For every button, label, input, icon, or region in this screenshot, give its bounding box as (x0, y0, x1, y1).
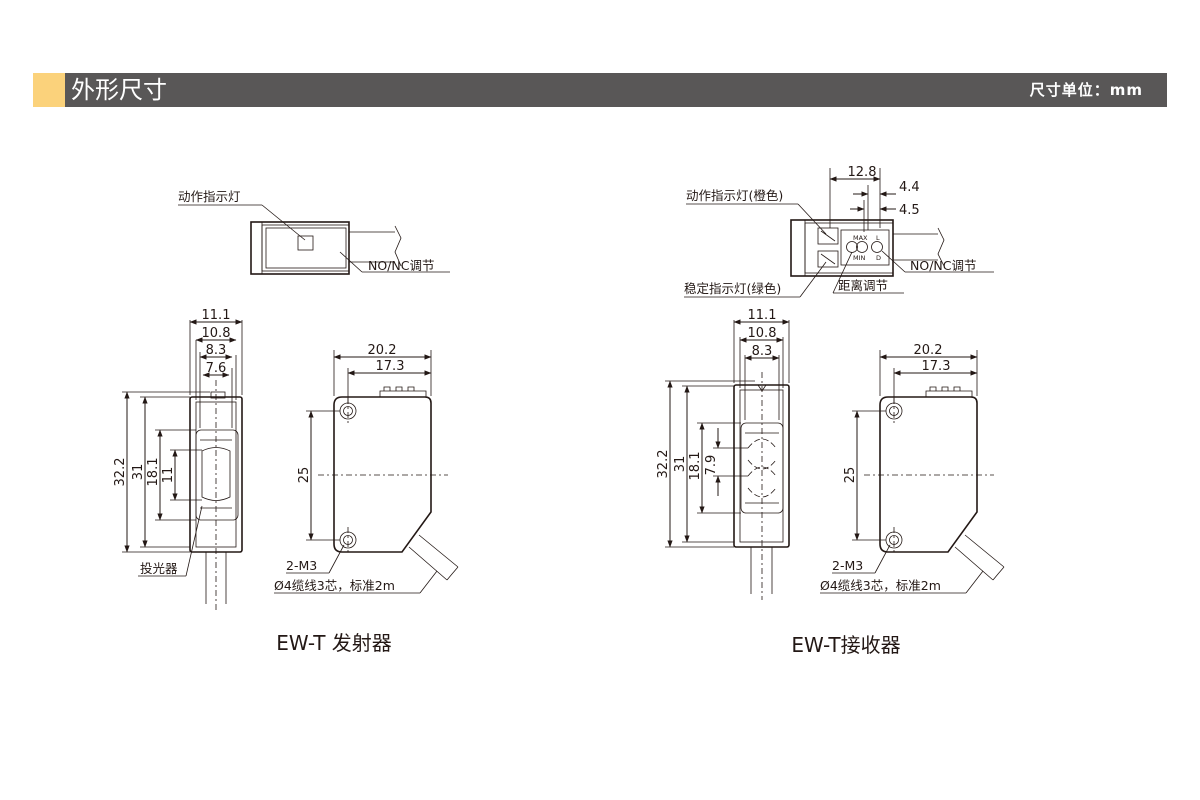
emitter-screw-label: 2-M3 (286, 558, 317, 573)
emitter-cable-label: Ø4缆线3芯，标准2m (274, 578, 395, 593)
d-label: D (876, 254, 881, 262)
emitter-side-dim-17-3: 17.3 (376, 359, 405, 374)
receiver-front-view (665, 319, 790, 600)
emitter-dim-31: 31 (131, 464, 146, 481)
emitter-drawing: 动作指示灯 NO/NC调节 (113, 189, 459, 655)
receiver-top-view (684, 168, 994, 298)
section-title: 外形尺寸 (71, 76, 167, 104)
emitter-dim-8-3: 8.3 (206, 343, 227, 358)
emitter-caption: EW-T 发射器 (276, 631, 392, 655)
receiver-dim-12-8: 12.8 (848, 165, 877, 180)
emitter-side-view (274, 350, 459, 594)
emitter-front-view (122, 319, 243, 610)
header-accent-bar (33, 73, 65, 107)
unit-note: 尺寸单位：mm (1029, 81, 1143, 99)
distance-knob (856, 241, 868, 253)
receiver-screw-label: 2-M3 (832, 558, 863, 573)
receiver-dim-4-5: 4.5 (899, 203, 920, 218)
emitter-nonc-label: NO/NC调节 (368, 258, 434, 273)
min-label: MIN (853, 254, 866, 262)
emitter-dim-11: 11 (161, 467, 176, 484)
receiver-side-dim-20-2: 20.2 (914, 343, 943, 358)
receiver-dim-4-4: 4.4 (899, 180, 920, 195)
max-label: MAX (853, 234, 868, 242)
emitter-dim-18-1: 18.1 (146, 458, 161, 487)
receiver-side-dim-25: 25 (843, 467, 858, 484)
receiver-dim-11-1: 11.1 (748, 308, 777, 323)
emitter-dim-11-1: 11.1 (202, 308, 231, 323)
receiver-stable-label: 稳定指示灯(绿色) (684, 281, 781, 296)
receiver-indicator-green (817, 250, 839, 268)
receiver-distance-label: 距离调节 (838, 278, 888, 293)
receiver-side-dim-17-3: 17.3 (922, 359, 951, 374)
emitter-indicator-window (297, 235, 314, 251)
receiver-dim-18-1: 18.1 (688, 452, 703, 481)
receiver-dim-8-3: 8.3 (752, 344, 773, 359)
receiver-drawing: MAX MIN L D 12.8 4.4 4.5 动作指示灯(橙色) 稳定指示灯… (656, 165, 1005, 657)
receiver-dim-32-2: 32.2 (656, 450, 671, 479)
receiver-cable-label: Ø4缆线3芯，标准2m (820, 578, 941, 593)
receiver-indicator-orange (817, 227, 839, 245)
emitter-side-dim-25: 25 (297, 467, 312, 484)
emitter-top-view (178, 204, 450, 275)
l-label: L (876, 234, 880, 242)
emitter-dim-7-6: 7.6 (206, 361, 227, 376)
receiver-nonc-label: NO/NC调节 (910, 258, 976, 273)
receiver-indicator-label: 动作指示灯(橙色) (686, 188, 783, 203)
receiver-dim-31: 31 (673, 456, 688, 473)
receiver-side-view (820, 350, 1005, 594)
emitter-side-dim-20-2: 20.2 (368, 343, 397, 358)
section-header: 外形尺寸 尺寸单位：mm (33, 73, 1167, 107)
emitter-dim-10-8: 10.8 (202, 326, 231, 341)
emitter-dim-32-2: 32.2 (113, 458, 128, 487)
receiver-dim-10-8: 10.8 (748, 326, 777, 341)
emitter-lens-label: 投光器 (140, 561, 178, 576)
receiver-caption: EW-T接收器 (791, 633, 900, 657)
nonc-switch (871, 241, 883, 253)
emitter-indicator-label: 动作指示灯 (178, 189, 241, 204)
receiver-dim-7-9: 7.9 (704, 455, 719, 476)
